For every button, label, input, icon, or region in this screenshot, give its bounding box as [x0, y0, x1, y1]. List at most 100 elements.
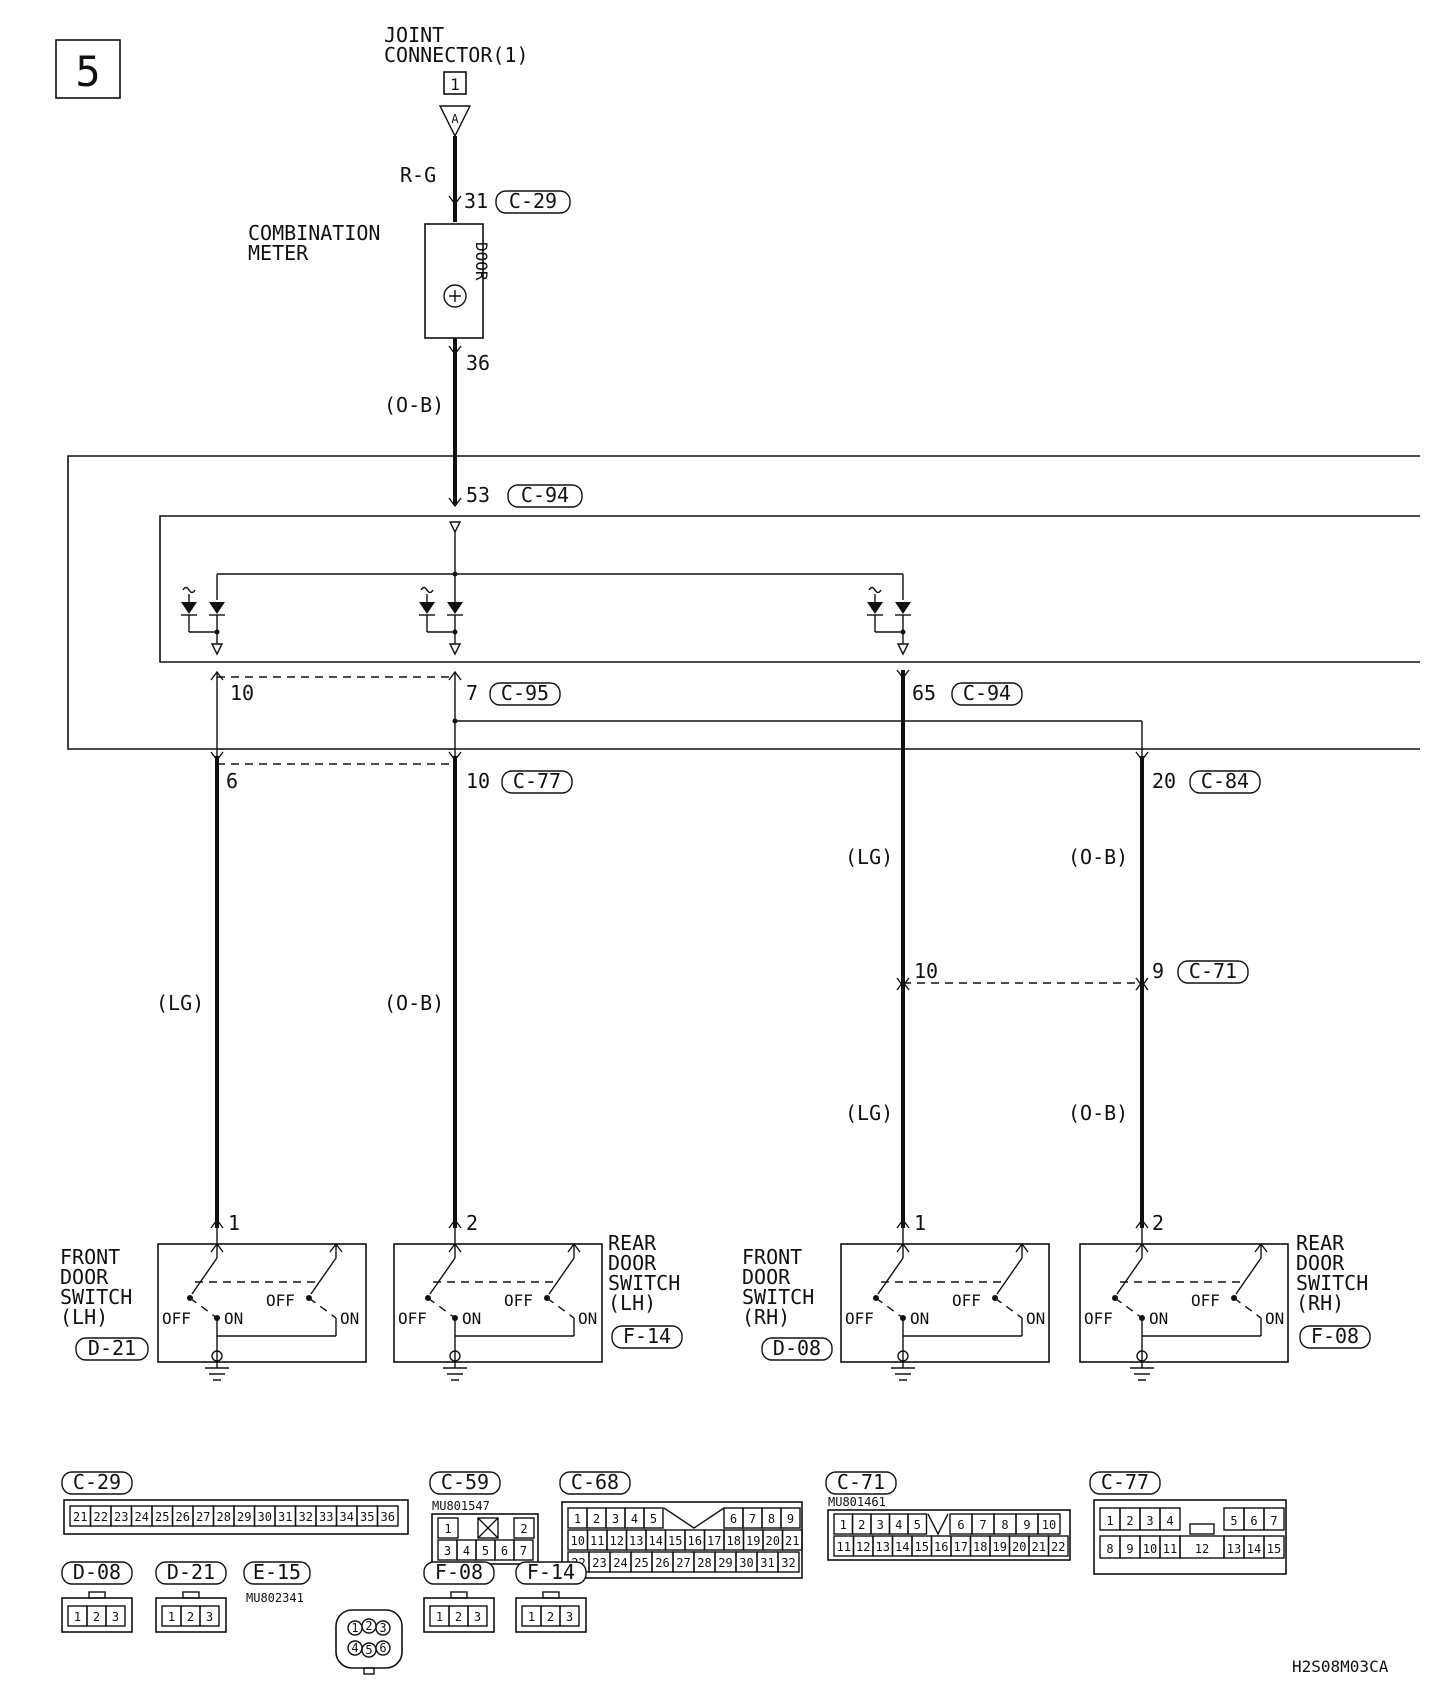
- c68-pin-26: 26: [655, 1556, 669, 1570]
- connector-tag-c84: C-84: [1189, 769, 1261, 794]
- svg-text:OFF: OFF: [952, 1291, 981, 1310]
- c77-pin-3: 3: [1146, 1514, 1153, 1528]
- view-label-f08: F-08: [435, 1560, 483, 1584]
- pin-7: 7: [466, 681, 478, 705]
- c68-pin-11: 11: [590, 1534, 604, 1548]
- c68-pin-27: 27: [676, 1556, 690, 1570]
- c77-pin-11: 11: [1163, 1542, 1177, 1556]
- view-label-c71: C-71: [837, 1470, 885, 1494]
- pin-sw-front-lh: 1: [228, 1211, 240, 1235]
- c77-pin-13: 13: [1227, 1542, 1241, 1556]
- svg-text:C-84: C-84: [1201, 769, 1249, 793]
- c71-pin-14: 14: [895, 1540, 909, 1554]
- joint-arrow-icon: [438, 105, 472, 138]
- pin-10-c77: 10: [466, 769, 490, 793]
- c59-pin-7: 7: [520, 1544, 527, 1558]
- c71-pin-11: 11: [837, 1540, 851, 1554]
- d08-pin-1: 1: [74, 1610, 81, 1624]
- c71-pin-10: 10: [1042, 1518, 1056, 1532]
- svg-text:(LH): (LH): [60, 1305, 108, 1329]
- figure-code: H2S08M03CA: [1292, 1657, 1389, 1676]
- svg-text:C-95: C-95: [501, 681, 549, 705]
- c68-pin-21: 21: [785, 1534, 799, 1548]
- pin-sw-rear-lh: 2: [466, 1211, 478, 1235]
- c68-pin-16: 16: [688, 1534, 702, 1548]
- svg-text:ON: ON: [1265, 1309, 1284, 1328]
- e15-pin-6: 6: [379, 1641, 386, 1655]
- c59-pin-5: 5: [482, 1544, 489, 1558]
- d08-pin-2: 2: [93, 1610, 100, 1624]
- c77-pin-7: 7: [1270, 1514, 1277, 1528]
- c68-pin-32: 32: [781, 1556, 795, 1570]
- c68-pin-31: 31: [760, 1556, 774, 1570]
- switch-front-door-lh: FRONT DOOR SWITCH (LH) D-21 OFF ON OFF O…: [60, 1228, 367, 1381]
- f08-pin-3: 3: [474, 1610, 481, 1624]
- switch-connector-d21: D-21: [88, 1336, 136, 1360]
- c71-pin-21: 21: [1032, 1540, 1046, 1554]
- view-label-d21: D-21: [167, 1560, 215, 1584]
- connector-tag-c71: C-71: [1177, 959, 1249, 984]
- c59-pin-2: 2: [520, 1522, 527, 1536]
- c29-pin-26: 26: [176, 1510, 190, 1524]
- wire-label-ob-right-lower: (O-B): [1068, 1101, 1128, 1125]
- wire-label-lg-left: (LG): [156, 991, 204, 1015]
- wire-label-ob-upper: (O-B): [384, 393, 444, 417]
- switch-rear-door-rh: REAR DOOR SWITCH (RH) F-08 OFF ON OFF ON: [1079, 1228, 1371, 1381]
- e15-pin-1: 1: [351, 1621, 358, 1635]
- pin-36: 36: [466, 351, 490, 375]
- c29-pin-32: 32: [299, 1510, 313, 1524]
- wire-label-ob-left: (O-B): [384, 991, 444, 1015]
- view-part-e15: MU802341: [246, 1591, 304, 1605]
- svg-text:OFF: OFF: [398, 1309, 427, 1328]
- c71-pin-5: 5: [914, 1518, 921, 1532]
- svg-text:C-94: C-94: [521, 483, 569, 507]
- f14-pin-1: 1: [528, 1610, 535, 1624]
- svg-text:OFF: OFF: [1191, 1291, 1220, 1310]
- c59-pin-4: 4: [463, 1544, 470, 1558]
- switch-connector-f14: F-14: [623, 1324, 671, 1348]
- view-label-e15: E-15: [253, 1560, 301, 1584]
- c29-pin-34: 34: [340, 1510, 354, 1524]
- f14-pin-2: 2: [547, 1610, 554, 1624]
- svg-text:DOOR: DOOR: [608, 1251, 657, 1275]
- c59-pin-3: 3: [444, 1544, 451, 1558]
- c29-pin-36: 36: [381, 1510, 395, 1524]
- joint-arrow-letter: A: [451, 112, 459, 126]
- wire-label-rg: R-G: [400, 163, 436, 187]
- outer-module-box: [67, 455, 1420, 750]
- c68-pin-8: 8: [768, 1512, 775, 1526]
- connector-tag-c94-upper: C-94: [507, 483, 583, 508]
- svg-text:ON: ON: [1149, 1309, 1168, 1328]
- c71-pin-18: 18: [973, 1540, 987, 1554]
- c77-pin-6: 6: [1250, 1514, 1257, 1528]
- e15-pin-5: 5: [365, 1643, 372, 1657]
- c68-pin-4: 4: [631, 1512, 638, 1526]
- c68-pin-20: 20: [766, 1534, 780, 1548]
- c71-pin-13: 13: [876, 1540, 890, 1554]
- f14-pin-3: 3: [566, 1610, 573, 1624]
- c77-pin-15: 15: [1267, 1542, 1281, 1556]
- meter-label-2: METER: [248, 241, 309, 265]
- joint-connector-label-2: CONNECTOR(1): [384, 43, 529, 67]
- c71-pin-9: 9: [1023, 1518, 1030, 1532]
- connector-tag-c29: C-29: [495, 189, 571, 214]
- pin-sw-rear-rh: 2: [1152, 1211, 1164, 1235]
- svg-text:OFF: OFF: [266, 1291, 295, 1310]
- meter-label-1: COMBINATION: [248, 221, 380, 245]
- d21-pin-2: 2: [187, 1610, 194, 1624]
- c77-pin-5: 5: [1230, 1514, 1237, 1528]
- page-number: 5: [75, 47, 100, 96]
- c29-pin-27: 27: [196, 1510, 210, 1524]
- switch-connector-f08: F-08: [1311, 1324, 1359, 1348]
- c68-pin-10: 10: [571, 1534, 585, 1548]
- joint-connector-tag: 1: [450, 75, 460, 94]
- svg-text:C-71: C-71: [1189, 959, 1237, 983]
- svg-text:(RH): (RH): [742, 1305, 790, 1329]
- e15-pin-3: 3: [379, 1621, 386, 1635]
- c68-pin-7: 7: [749, 1512, 756, 1526]
- c68-pin-23: 23: [592, 1556, 606, 1570]
- c68-pin-3: 3: [612, 1512, 619, 1526]
- c71-pin-1: 1: [840, 1518, 847, 1532]
